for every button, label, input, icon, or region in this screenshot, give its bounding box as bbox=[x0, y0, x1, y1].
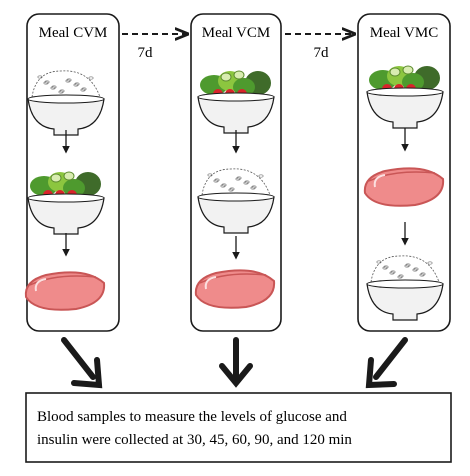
meat-slices-icon bbox=[24, 271, 106, 311]
meal-panel-vcm: Meal VCM bbox=[190, 13, 282, 332]
meal-panel-vmc: Meal VMC bbox=[357, 13, 451, 332]
meal-label-vcm: Meal VCM bbox=[202, 25, 270, 41]
meal-panel-cvm: Meal CVM bbox=[24, 13, 120, 332]
outcome-text-line-2: insulin were collected at 30, 45, 60, 90… bbox=[37, 432, 352, 448]
meat-slices-icon bbox=[194, 269, 276, 309]
meat-slices-icon bbox=[363, 167, 445, 207]
outcome-text-line-1: Blood samples to measure the levels of g… bbox=[37, 409, 347, 425]
rice-bowl-icon bbox=[366, 255, 444, 321]
meal-label-vmc: Meal VMC bbox=[370, 25, 438, 41]
washout-label-2: 7d bbox=[314, 45, 330, 61]
salad-bowl-icon bbox=[27, 171, 105, 235]
salad-bowl-icon bbox=[197, 70, 275, 134]
outcome-box: Blood samples to measure the levels of g… bbox=[25, 392, 452, 463]
outcome-arrow-middle bbox=[219, 337, 253, 388]
salad-bowl-icon bbox=[366, 65, 444, 129]
meal-label-cvm: Meal CVM bbox=[39, 25, 108, 41]
outcome-arrow-left bbox=[61, 337, 103, 389]
rice-bowl-icon bbox=[197, 168, 275, 234]
outcome-box-border bbox=[25, 392, 452, 463]
outcome-arrow-right bbox=[365, 337, 408, 389]
rice-bowl-icon bbox=[27, 70, 105, 136]
washout-label-1: 7d bbox=[138, 45, 154, 61]
